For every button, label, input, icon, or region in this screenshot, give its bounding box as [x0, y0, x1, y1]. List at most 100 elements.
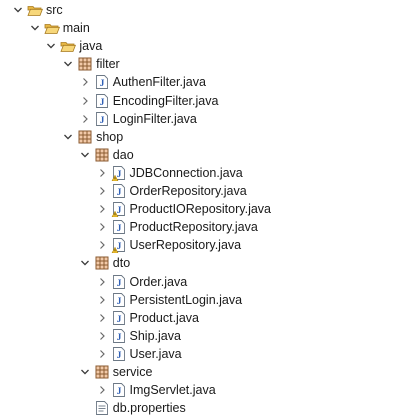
chevron-down-icon[interactable]: [29, 19, 41, 37]
svg-text:J: J: [116, 242, 121, 252]
tree-item-label: ProductRepository.java: [129, 220, 258, 235]
tree-item-order-java[interactable]: J Order.java: [0, 273, 403, 291]
tree-item-java[interactable]: java: [0, 37, 403, 55]
tree-item-label: Order.java: [129, 274, 188, 289]
chevron-right-icon[interactable]: [96, 164, 108, 182]
svg-text:J: J: [99, 98, 104, 108]
java-file-icon: J: [111, 219, 127, 235]
tree-item-productrepository-java[interactable]: J ProductRepository.java: [0, 218, 403, 236]
chevron-down-icon[interactable]: [62, 128, 74, 146]
chevron-right-icon[interactable]: [96, 273, 108, 291]
tree-item-label: ProductIORepository.java: [129, 202, 272, 217]
package-icon: [94, 255, 110, 271]
tree-item-label: service: [112, 365, 153, 379]
chevron-right-icon[interactable]: [96, 327, 108, 345]
tree-item-shop[interactable]: shop: [0, 128, 403, 146]
java-file-warning-icon: J: [111, 201, 127, 218]
tree-item-persistentlogin-java[interactable]: J PersistentLogin.java: [0, 291, 403, 309]
tree-item-label: db.properties: [112, 401, 186, 416]
chevron-down-icon[interactable]: [79, 363, 91, 381]
tree-item-service[interactable]: service: [0, 363, 403, 381]
tree-item-authenfilter-java[interactable]: J AuthenFilter.java: [0, 73, 403, 91]
tree-item-label: PersistentLogin.java: [129, 292, 243, 307]
svg-text:J: J: [116, 188, 121, 198]
java-file-icon: J: [111, 292, 127, 308]
chevron-right-icon[interactable]: [79, 73, 91, 91]
chevron-down-icon[interactable]: [79, 146, 91, 164]
open-folder-icon: [44, 20, 60, 36]
tree-item-label: filter: [96, 57, 120, 72]
chevron-right-icon[interactable]: [96, 236, 108, 254]
open-folder-icon: [27, 2, 43, 18]
chevron-down-icon[interactable]: [45, 37, 57, 55]
chevron-right-icon[interactable]: [96, 381, 108, 399]
chevron-right-icon[interactable]: [96, 182, 108, 200]
tree-item-filter[interactable]: filter: [0, 55, 403, 73]
svg-text:J: J: [116, 315, 121, 325]
tree-item-encodingfilter-java[interactable]: J EncodingFilter.java: [0, 92, 403, 110]
java-file-icon: J: [111, 346, 127, 362]
chevron-down-icon[interactable]: [79, 254, 91, 272]
tree-item-jdbconnection-java[interactable]: J JDBConnection.java: [0, 164, 403, 182]
chevron-right-icon[interactable]: [79, 110, 91, 128]
svg-text:J: J: [116, 333, 121, 343]
tree-item-productiorepository-java[interactable]: J ProductIORepository.java: [0, 200, 403, 218]
java-file-icon: J: [94, 111, 110, 127]
svg-text:J: J: [116, 297, 121, 307]
java-file-warning-icon: J: [111, 237, 127, 254]
tree-item-label: Ship.java: [129, 328, 181, 343]
tree-item-ship-java[interactable]: J Ship.java: [0, 327, 403, 345]
tree-item-label: src: [46, 3, 63, 17]
tree-item-label: dao: [112, 147, 134, 162]
tree-item-orderrepository-java[interactable]: J OrderRepository.java: [0, 182, 403, 200]
tree-item-dao[interactable]: dao: [0, 146, 403, 164]
svg-text:J: J: [116, 387, 121, 397]
tree-item-label: User.java: [129, 346, 182, 361]
chevron-right-icon[interactable]: [96, 291, 108, 309]
tree-item-loginfilter-java[interactable]: J LoginFilter.java: [0, 110, 403, 128]
tree-item-label: LoginFilter.java: [112, 111, 197, 126]
tree-item-label: AuthenFilter.java: [112, 75, 206, 90]
svg-text:J: J: [116, 206, 121, 216]
tree-item-main[interactable]: main: [0, 19, 403, 37]
tree-item-label: shop: [96, 129, 124, 144]
chevron-down-icon[interactable]: [62, 55, 74, 73]
chevron-right-icon[interactable]: [96, 345, 108, 363]
open-folder-icon: [60, 38, 77, 54]
svg-text:J: J: [99, 79, 104, 89]
java-file-icon: J: [111, 183, 127, 199]
tree-item-product-java[interactable]: J Product.java: [0, 309, 403, 327]
chevron-right-icon[interactable]: [96, 200, 108, 218]
svg-text:J: J: [99, 116, 104, 126]
tree-item-label: JDBConnection.java: [129, 165, 243, 180]
svg-text:J: J: [116, 224, 121, 234]
tree-item-label: Product.java: [129, 310, 199, 325]
svg-text:J: J: [116, 170, 121, 180]
package-icon: [94, 147, 110, 163]
java-file-icon: J: [111, 310, 127, 326]
tree-item-label: EncodingFilter.java: [112, 93, 219, 108]
package-icon: [77, 129, 93, 145]
tree-item-label: OrderRepository.java: [129, 184, 247, 198]
tree-item-db-properties[interactable]: db.properties: [0, 399, 403, 417]
chevron-right-icon[interactable]: [96, 309, 108, 327]
chevron-right-icon[interactable]: [79, 92, 91, 110]
svg-text:J: J: [116, 279, 121, 289]
tree-item-dto[interactable]: dto: [0, 254, 403, 272]
java-file-icon: J: [111, 328, 127, 344]
properties-file-icon: [94, 400, 110, 416]
tree-item-label: main: [62, 21, 90, 36]
package-icon: [94, 364, 110, 380]
package-icon: [77, 56, 93, 72]
chevron-down-icon[interactable]: [12, 1, 24, 19]
java-file-warning-icon: J: [111, 165, 127, 181]
tree-item-label: java: [79, 39, 103, 54]
tree-item-label: dto: [112, 256, 131, 271]
chevron-right-icon[interactable]: [96, 218, 108, 236]
tree-item-src[interactable]: src: [0, 1, 403, 19]
java-file-icon: J: [111, 382, 127, 398]
